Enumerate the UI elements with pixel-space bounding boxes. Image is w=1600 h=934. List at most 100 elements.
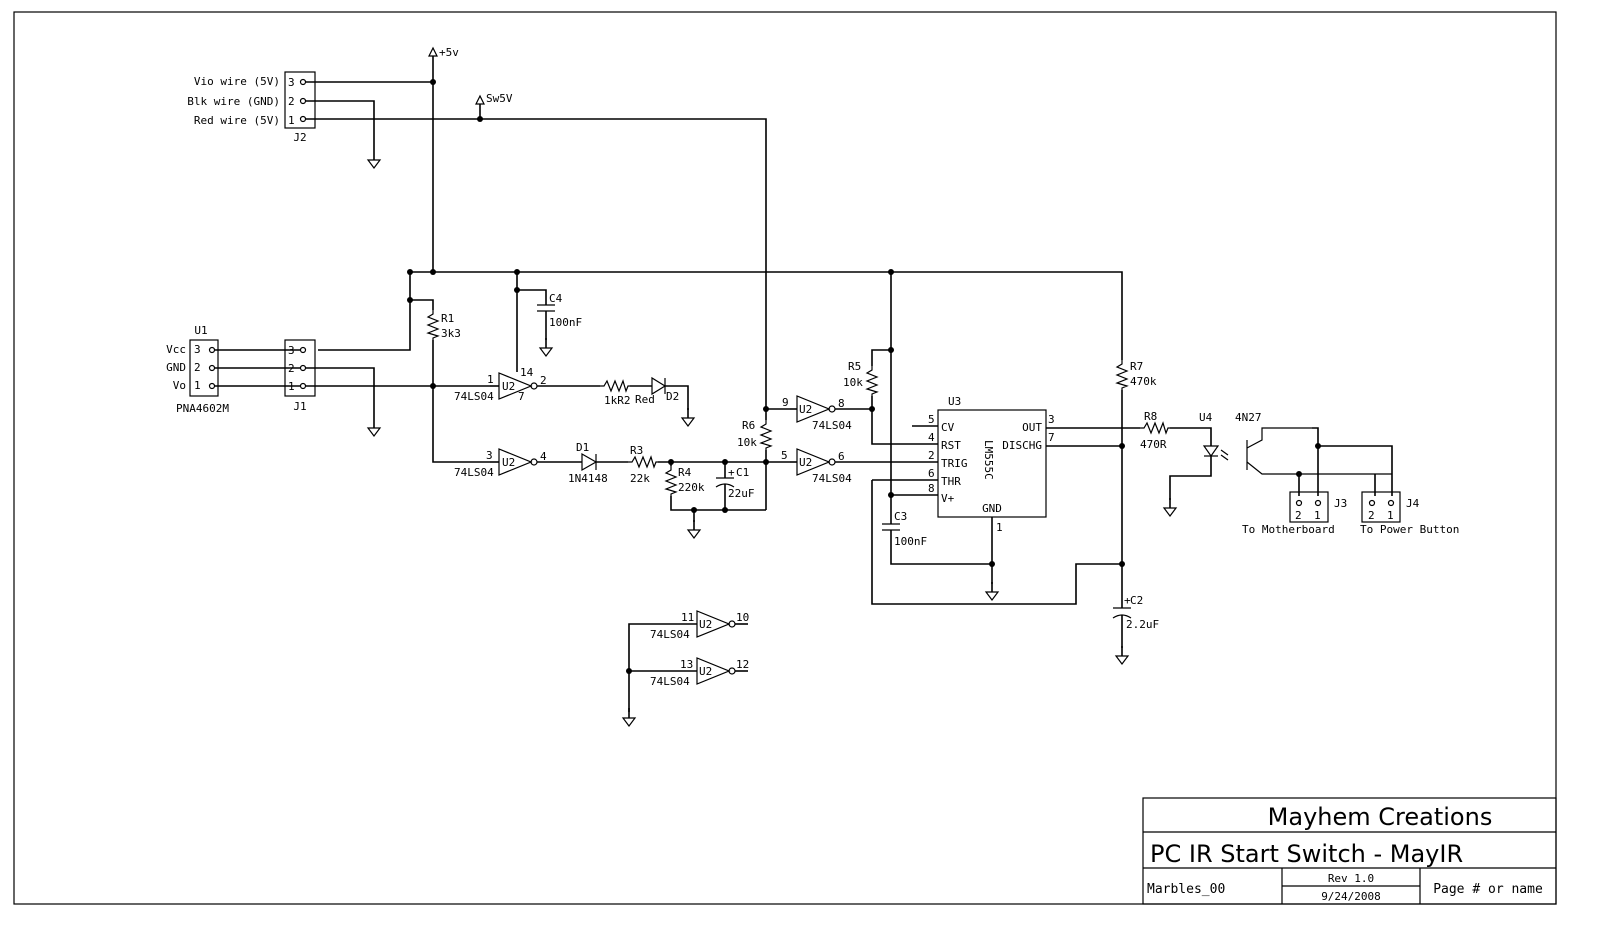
u3-right_pins-1-num-text: 7 [1048,431,1055,444]
r6-ref-text: R6 [742,419,755,432]
j3-pins-0-text: 2 [1295,509,1302,522]
gate_c-in-text: 9 [782,396,789,409]
d2-ref-text: D2 [666,390,679,403]
inverter-gate-e: U2 11 74LS04 10 [628,610,749,712]
resistor-r4: R4 220k [665,465,705,497]
j1-ref-text: J1 [293,400,306,413]
j2-pins-1-num-text: 2 [288,95,295,108]
c2-ref-text: C2 [1130,594,1143,607]
resistor-led: 1kR2 [599,380,631,407]
revision: Rev 1.0 [1328,872,1374,885]
power-sw5-text: Sw5V [486,92,513,105]
u3-left_pins-3-num-text: 6 [928,467,935,480]
c2-value-text: 2.2uF [1126,618,1159,631]
gate_f-ref-text: U2 [699,665,712,678]
u1-pins-1-num-text: 2 [194,361,201,374]
c3-ref-text: C3 [894,510,907,523]
plus5v-rail-flag: +5v [428,46,459,272]
u4-ref-text: U4 [1199,411,1213,424]
r4-value-text: 220k [678,481,705,494]
c4-value-text: 100nF [549,316,582,329]
r1-value-text: 3k3 [441,327,461,340]
j2-ref-text: J2 [293,131,306,144]
j2-pin2-label: Blk wire (GND) [187,95,280,108]
d2-value-text: Red [635,393,655,406]
r8-ref-text: R8 [1144,410,1157,423]
connector-j1: J1 3 2 1 [284,339,316,413]
resistor-r8: R8 470R [1046,410,1171,451]
u1-part: PNA4602M [176,402,229,415]
u3-left_pins-0-num-text: 5 [928,413,935,426]
j3-pins-1-text: 1 [1314,509,1321,522]
j4-pins-0-text: 2 [1368,509,1375,522]
gate_b-ref-text: U2 [502,456,515,469]
resistor-r1: R1 3k3 [427,309,461,341]
page-name: Page # or name [1433,882,1543,897]
u1-pins-0-label-text: Vcc [166,343,186,356]
j4-pins-1-text: 1 [1387,509,1394,522]
d1-value-text: 1N4148 [568,472,608,485]
j2-pins-0-num-text: 3 [288,76,295,89]
gate_a-vcc-text: 14 [520,366,534,379]
ir-receiver-u1: U1 3 2 1 Vcc GND Vo PNA4602M [166,324,229,415]
u1-ref-text: U1 [194,324,207,337]
c1-ref-text: C1 [736,466,749,479]
gate_e-out-text: 10 [736,611,749,624]
u3-left_pins-0-name-text: CV [941,421,955,434]
gate_d-part-text: 74LS04 [812,472,852,485]
u3-left_pins-4-num-text: 8 [928,482,935,495]
j2-pin3-label: Vio wire (5V) [194,75,280,88]
title-block: Mayhem Creations PC IR Start Switch - Ma… [1142,797,1557,905]
j2-pin1-label: Red wire (5V) [194,114,280,127]
u4-part-text: 4N27 [1235,411,1262,424]
gate_e-in-text: 11 [681,611,694,624]
led-d2: Red D2 [635,376,679,406]
r3-ref-text: R3 [630,444,643,457]
u3-right_pins-0-name-text: OUT [1022,421,1042,434]
diode-d1: D1 1N4148 [568,441,608,485]
d1-ref-text: D1 [576,441,589,454]
r1-ref-text: R1 [441,312,454,325]
svg-text:+: + [1124,594,1131,607]
gate_f-out-text: 12 [736,658,749,671]
connector-j4: 2 1 J4 To Power Button [1360,445,1459,536]
capacitor-c3: C3 100nF [882,495,992,565]
capacitor-c1: + C1 22uF [715,462,755,510]
gate_b-in-text: 3 [486,449,493,462]
power-plus5-text: +5v [439,46,459,59]
u3-right_pins-1-name-text: DISCHG [1002,439,1042,452]
resistor-r3: R3 22k [627,444,659,485]
gate_c-ref-text: U2 [799,403,812,416]
u3-ref-text: U3 [948,395,961,408]
c4-ref-text: C4 [549,292,563,305]
gate_b-out-text: 4 [540,450,547,463]
gate_f-in-text: 13 [680,658,693,671]
gate_d-ref-text: U2 [799,456,812,469]
u1-pins-1-label-text: GND [166,361,186,374]
u1-pins-2-label-text: Vo [173,379,186,392]
gate_d-in-text: 5 [781,449,788,462]
j3-caption: To Motherboard [1242,523,1335,536]
c1-value-text: 22uF [728,487,755,500]
gate_e-part-text: 74LS04 [650,628,690,641]
timer-ic-u3: U3 CV RST TRIG THR V+ 5 4 2 6 8 OUT DISC… [928,395,1055,534]
r5-ref-text: R5 [848,360,861,373]
r3-value-text: 22k [630,472,650,485]
u3-right_pins-0-num-text: 3 [1048,413,1055,426]
u3-gnd_pin-name-text: GND [982,502,1002,515]
inverter-gate-a: U2 1 14 7 74LS04 2 [454,366,547,403]
r7-value-text: 470k [1130,375,1157,388]
j4-caption: To Power Button [1360,523,1459,536]
connector-j2: J2 3 2 1 Vio wire (5V) Blk wire (GND) Re… [187,71,316,144]
gate_d-out-text: 6 [838,450,845,463]
drawing-date: 9/24/2008 [1321,890,1381,903]
gate_c-out-text: 8 [838,397,845,410]
resistor-r5: R5 10k [843,347,894,397]
optocoupler-u4: U4 4N27 [1169,411,1392,500]
u1-pins-2-num-text: 1 [194,379,201,392]
sw5v-flag: Sw5V [475,92,513,118]
resistor-r6: R6 10k [737,419,772,451]
u3-left_pins-1-num-text: 4 [928,431,935,444]
c3-value-text: 100nF [894,535,927,548]
